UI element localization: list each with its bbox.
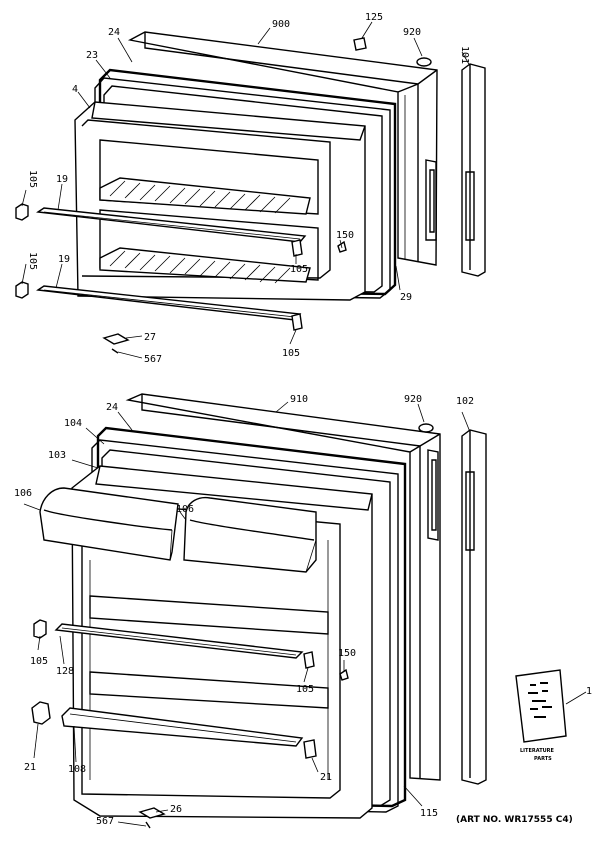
label-21-a: 21 [24, 762, 36, 773]
freezer-small-parts [15, 37, 432, 354]
label-21-b: 21 [320, 772, 332, 783]
label-26: 26 [170, 804, 182, 815]
fresh-food-outer-door-panel [125, 393, 441, 781]
label-115: 115 [420, 808, 438, 819]
fresh-food-door-assembly [31, 393, 567, 829]
label-920-b: 920 [404, 394, 422, 405]
label-920: 920 [403, 27, 421, 38]
label-105-e: 105 [30, 656, 48, 667]
literature-label-line2: PARTS [534, 756, 552, 762]
freezer-leader-lines [21, 21, 471, 359]
label-108: 108 [68, 764, 86, 775]
label-24: 24 [108, 27, 120, 38]
freezer-shelf-rack-lower [99, 247, 311, 284]
part-125-cap [353, 37, 367, 51]
label-105-c: 105 [27, 252, 38, 270]
label-105-d: 105 [282, 348, 300, 359]
freezer-door-handle [461, 63, 486, 277]
part-number-labels: 900 125 920 101 24 23 4 105 19 150 105 2… [14, 12, 592, 827]
dairy-door-right [183, 496, 317, 573]
fresh-food-leader-lines [23, 401, 587, 827]
art-number-caption: (ART NO. WR17555 C4) [456, 815, 573, 825]
label-567-b: 567 [96, 816, 114, 827]
literature-label-line1: LITERATURE [520, 748, 555, 754]
label-567: 567 [144, 354, 162, 365]
label-106-a: 106 [14, 488, 32, 499]
label-128: 128 [56, 666, 74, 677]
label-106-b: 106 [176, 504, 194, 515]
literature-parts-booklet [515, 669, 567, 743]
fresh-food-shelf-bar-middle [54, 623, 304, 659]
part-105-bracket [15, 203, 29, 221]
label-102: 102 [456, 396, 474, 407]
freezer-door-assembly [15, 31, 486, 354]
fresh-food-shelf-bar-bottom [61, 707, 304, 747]
label-105-b: 105 [290, 264, 308, 275]
label-150: 150 [336, 230, 354, 241]
label-105-f: 105 [296, 684, 314, 695]
fresh-food-door-handle [461, 429, 487, 785]
label-900: 900 [272, 19, 290, 30]
dairy-door-left [39, 487, 179, 561]
label-125: 125 [365, 12, 383, 23]
label-1: 1 [586, 686, 592, 697]
label-19-a: 19 [56, 174, 68, 185]
label-150-b: 150 [338, 648, 356, 659]
label-4: 4 [72, 84, 78, 95]
part-920-plug [416, 57, 432, 67]
label-23: 23 [86, 50, 98, 61]
part-27-plate [102, 333, 130, 345]
part-105-bracket [15, 281, 29, 299]
label-103: 103 [48, 450, 66, 461]
label-29: 29 [400, 292, 412, 303]
freezer-shelf-rack-upper [99, 177, 311, 215]
label-101: 101 [459, 46, 470, 64]
label-19-b: 19 [58, 254, 70, 265]
freezer-outer-door-panel [127, 31, 438, 266]
label-24-b: 24 [106, 402, 118, 413]
label-27: 27 [144, 332, 156, 343]
label-104: 104 [64, 418, 82, 429]
label-910: 910 [290, 394, 308, 405]
label-105-a: 105 [27, 170, 38, 188]
fresh-food-small-parts [31, 423, 434, 829]
freezer-shelf-bar-upper [36, 207, 307, 243]
